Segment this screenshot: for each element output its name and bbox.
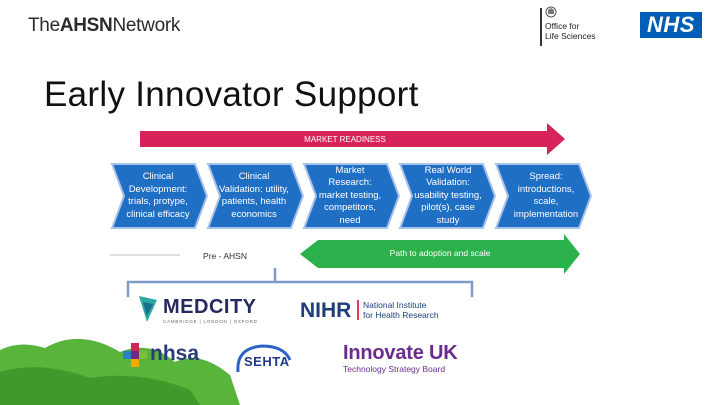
medcity-subtitle: CAMBRIDGE | LONDON | OXFORD bbox=[163, 319, 258, 324]
nihr-text: National Institute for Health Research bbox=[363, 300, 439, 320]
hills-shade bbox=[0, 367, 200, 405]
nhsa-logo: nhsa bbox=[122, 342, 212, 382]
stage-chevron-5 bbox=[494, 163, 593, 229]
ols-line-2: Life Sciences bbox=[545, 31, 596, 41]
stage-chevron-2 bbox=[206, 163, 305, 229]
nhsa-wordmark: nhsa bbox=[150, 342, 200, 365]
ahsn-network-logo: TheAHSNNetwork bbox=[28, 15, 180, 37]
stage-chevron-1 bbox=[110, 163, 209, 229]
path-to-adoption-label: Path to adoption and scale bbox=[389, 248, 491, 258]
ols-line-1: Office for bbox=[545, 21, 580, 31]
nihr-logo: NIHR National Institute for Health Resea… bbox=[300, 298, 450, 324]
ahsn-logo-suffix: Network bbox=[112, 15, 181, 36]
medcity-logo: MEDCITY CAMBRIDGE | LONDON | OXFORD bbox=[135, 292, 258, 328]
nihr-divider bbox=[357, 300, 359, 320]
path-to-adoption-arrow bbox=[300, 234, 580, 274]
medcity-mark-icon bbox=[139, 296, 157, 322]
royal-crest-icon bbox=[545, 6, 557, 18]
ols-divider bbox=[540, 8, 542, 46]
office-for-life-sciences-logo: Office for Life Sciences bbox=[540, 5, 610, 47]
pre-ahsn-label: Pre - AHSN bbox=[203, 251, 247, 261]
nihr-line-2: for Health Research bbox=[363, 310, 439, 320]
ols-text: Office for Life Sciences bbox=[545, 21, 596, 41]
innovate-wordmark: Innovate UK bbox=[343, 342, 458, 364]
innovate-uk-logo: Innovate UK Technology Strategy Board bbox=[343, 342, 468, 374]
stage-4-text: Real World Validation: usability testing… bbox=[414, 164, 482, 226]
ahsn-logo-bold: AHSN bbox=[59, 15, 113, 36]
ahsn-logo-prefix: The bbox=[28, 15, 60, 36]
nhsa-mark-icon bbox=[123, 343, 147, 367]
market-readiness-arrow bbox=[140, 123, 565, 155]
sehta-swoosh-icon bbox=[236, 344, 292, 373]
sehta-logo: SEHTA bbox=[232, 342, 296, 382]
medcity-wordmark: MEDCITY bbox=[163, 296, 257, 318]
nhs-logo: NHS bbox=[640, 12, 702, 38]
nihr-wordmark: NIHR bbox=[300, 299, 352, 322]
stage-5-text: Spread: introductions, scale, implementa… bbox=[513, 171, 579, 220]
stage-3-text: Market Research: market testing, competi… bbox=[318, 164, 382, 226]
nihr-line-1: National Institute bbox=[363, 300, 427, 310]
market-readiness-label: MARKET READINESS bbox=[304, 135, 386, 144]
stage-chevron-4 bbox=[398, 163, 497, 229]
stage-2-text: Clinical Validation: utility, patients, … bbox=[219, 171, 289, 220]
partners-bracket bbox=[126, 268, 474, 297]
stage-chevron-3 bbox=[302, 163, 401, 229]
stage-1-text: Clinical Development: trials, protype, c… bbox=[126, 171, 190, 220]
innovate-subtitle: Technology Strategy Board bbox=[343, 364, 446, 374]
page-title: Early Innovator Support bbox=[44, 75, 419, 114]
sehta-wordmark: SEHTA bbox=[244, 354, 290, 369]
